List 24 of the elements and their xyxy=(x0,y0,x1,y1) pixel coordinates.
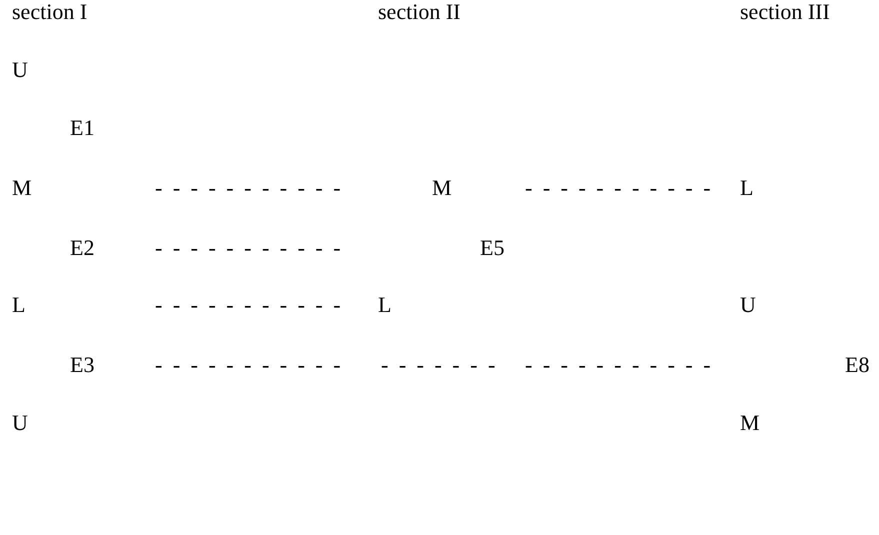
section-heading: section I xyxy=(12,0,88,24)
row-label: U xyxy=(12,410,28,436)
row-label: E1 xyxy=(70,116,94,140)
dash-line-text: - - - - - - - - - - - xyxy=(525,352,711,378)
row-label: L xyxy=(378,292,392,318)
dash-line-text: - - - - - - - - - - - xyxy=(155,292,341,318)
dash-line-text: - - - - - - - - - - - xyxy=(155,236,341,260)
row-label: E3 xyxy=(70,352,94,378)
row-label: E8 xyxy=(845,352,870,378)
section-heading: section II xyxy=(378,0,460,24)
row-label: M xyxy=(432,176,452,200)
row-label: U xyxy=(12,58,28,82)
dash-line-text: - - - - - - - - - - - xyxy=(155,352,341,378)
dash-line-text: - - - - - - - - - - - xyxy=(155,176,341,200)
section-heading: section III xyxy=(740,0,830,24)
row-label: L xyxy=(740,176,754,200)
dash-line-text: - - - - - - - xyxy=(381,352,496,378)
row-label: L xyxy=(12,292,26,318)
row-label: E2 xyxy=(70,236,94,260)
row-label: E5 xyxy=(480,236,504,260)
row-label: M xyxy=(740,410,760,436)
row-label: M xyxy=(12,176,32,200)
dash-line-text: - - - - - - - - - - - xyxy=(525,176,711,200)
row-label: U xyxy=(740,292,756,318)
